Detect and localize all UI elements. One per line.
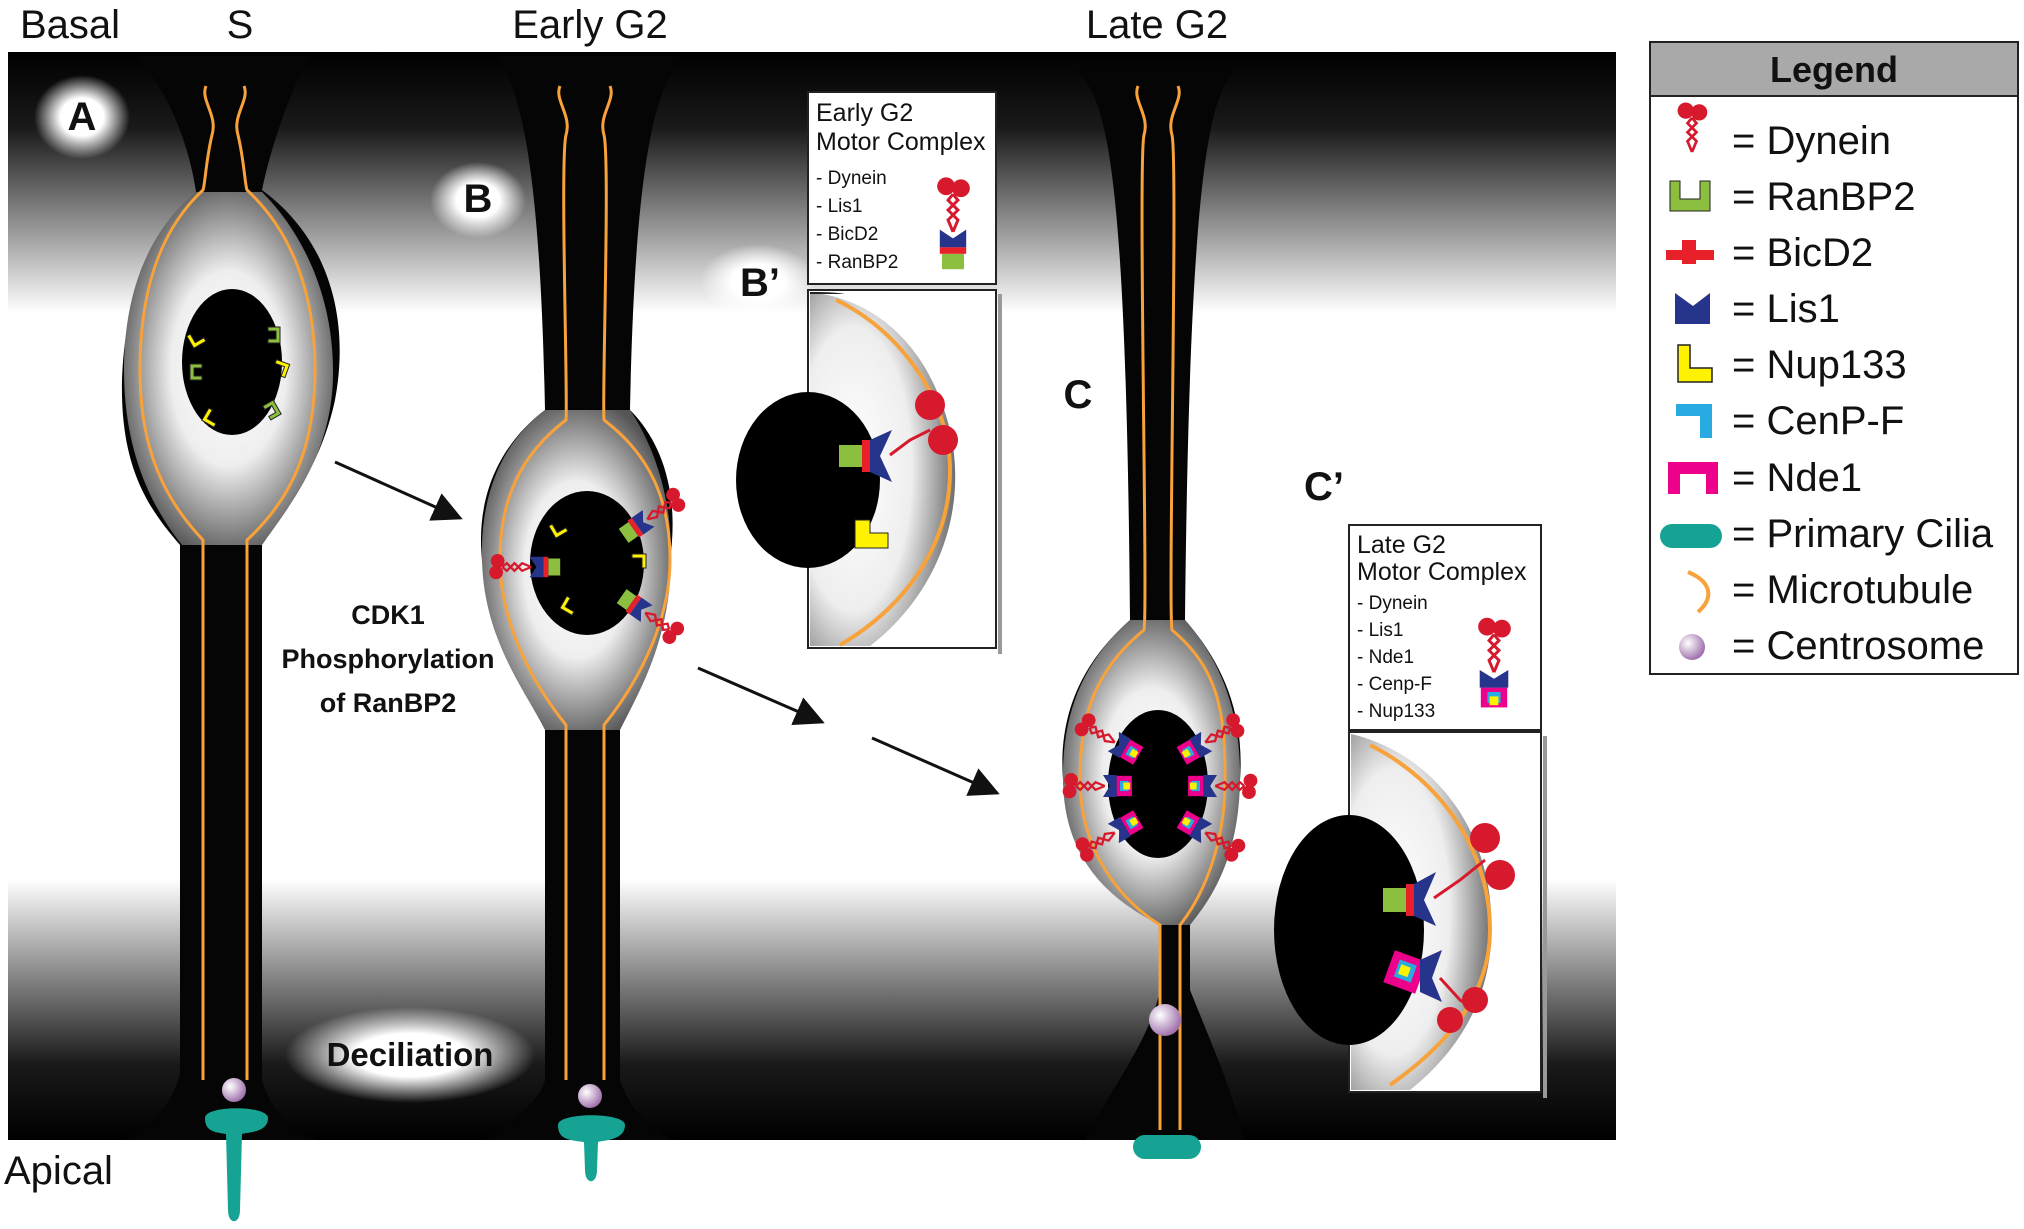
cdk1-label-line3: of RanBP2	[320, 688, 457, 718]
lis1-icon	[1675, 293, 1710, 324]
legend-label-nup133: = Nup133	[1732, 343, 1907, 387]
inset-early-title-2: Motor Complex	[816, 128, 986, 156]
panel-label-b: B	[464, 177, 493, 221]
phase-label-s: S	[227, 3, 254, 47]
cell-late-g2	[1062, 66, 1257, 1159]
centrosome	[1149, 1004, 1181, 1036]
primary-cilium	[205, 1108, 268, 1222]
cdk1-label-line1: CDK1	[351, 600, 425, 630]
panel-label-c: C	[1064, 373, 1093, 417]
legend-label-cenpf: = CenP-F	[1732, 399, 1904, 443]
legend-label-lis1: = Lis1	[1732, 287, 1840, 331]
cdk1-label-line2: Phosphorylation	[281, 644, 494, 674]
early-g2-inset: Early G2 Motor Complex - Dynein - Lis1 -…	[736, 91, 1002, 654]
transition-arrow	[697, 666, 825, 725]
nde1-icon	[1668, 462, 1718, 494]
bicd2-icon	[1666, 240, 1714, 264]
deciliation-label: Deciliation	[327, 1036, 494, 1073]
nucleus	[182, 289, 282, 435]
legend-title: Legend	[1770, 49, 1898, 90]
primary-cilium	[558, 1115, 625, 1182]
inset-late-title-2: Motor Complex	[1357, 558, 1527, 586]
cell-s-phase	[121, 56, 340, 1222]
legend-label-microtubule: = Microtubule	[1732, 568, 1973, 612]
primary-cilium	[1133, 1135, 1201, 1159]
inset-early-item: - Lis1	[816, 196, 862, 217]
cenpf-icon	[1676, 404, 1712, 438]
panel-label-c-prime: C’	[1304, 465, 1344, 509]
phase-label-late-g2: Late G2	[1086, 3, 1228, 47]
legend-label-ranbp2: = RanBP2	[1732, 175, 1915, 219]
inset-late-item: - Lis1	[1357, 620, 1403, 641]
inset-early-item: - Dynein	[816, 168, 887, 189]
panel-label-a: A	[68, 95, 97, 139]
inset-late-item: - Dynein	[1357, 593, 1428, 614]
axis-apical-label: Apical	[4, 1149, 113, 1193]
transition-arrow	[334, 460, 463, 521]
nucleus	[530, 491, 644, 635]
microtubule-icon	[1687, 570, 1711, 614]
cell-early-g2	[480, 56, 689, 1182]
inset-late-item: - Nde1	[1357, 647, 1414, 668]
primary-cilia-icon	[1660, 524, 1722, 548]
inset-late-title-1: Late G2	[1357, 531, 1446, 559]
panel-label-b-prime: B’	[740, 261, 780, 305]
inset-late-item: - Nup133	[1357, 701, 1435, 722]
centrosome-icon	[1679, 634, 1705, 660]
inset-late-item: - Cenp-F	[1357, 674, 1432, 695]
legend-label-nde1: = Nde1	[1732, 456, 1862, 500]
inset-early-title-1: Early G2	[816, 99, 913, 127]
legend-label-bicd2: = BicD2	[1732, 231, 1873, 275]
phase-label-early-g2: Early G2	[512, 3, 668, 47]
inset-early-item: - BicD2	[816, 224, 878, 245]
centrosome	[578, 1084, 602, 1108]
legend-label-primary-cilia: = Primary Cilia	[1732, 512, 1994, 556]
inset-early-item: - RanBP2	[816, 252, 898, 273]
centrosome	[222, 1078, 246, 1102]
ranbp2-icon	[1669, 180, 1711, 212]
legend-label-dynein: = Dynein	[1732, 119, 1891, 163]
late-g2-inset: Late G2 Motor Complex - Dynein - Lis1 - …	[1274, 524, 1547, 1098]
nup133-icon	[1677, 344, 1713, 383]
transition-arrow	[871, 736, 1000, 796]
legend-label-centrosome: = Centrosome	[1732, 624, 1984, 668]
axis-basal-label: Basal	[20, 3, 120, 47]
legend: Legend = Dynein = RanBP2 = BicD2 = Lis1 …	[1649, 41, 2019, 675]
